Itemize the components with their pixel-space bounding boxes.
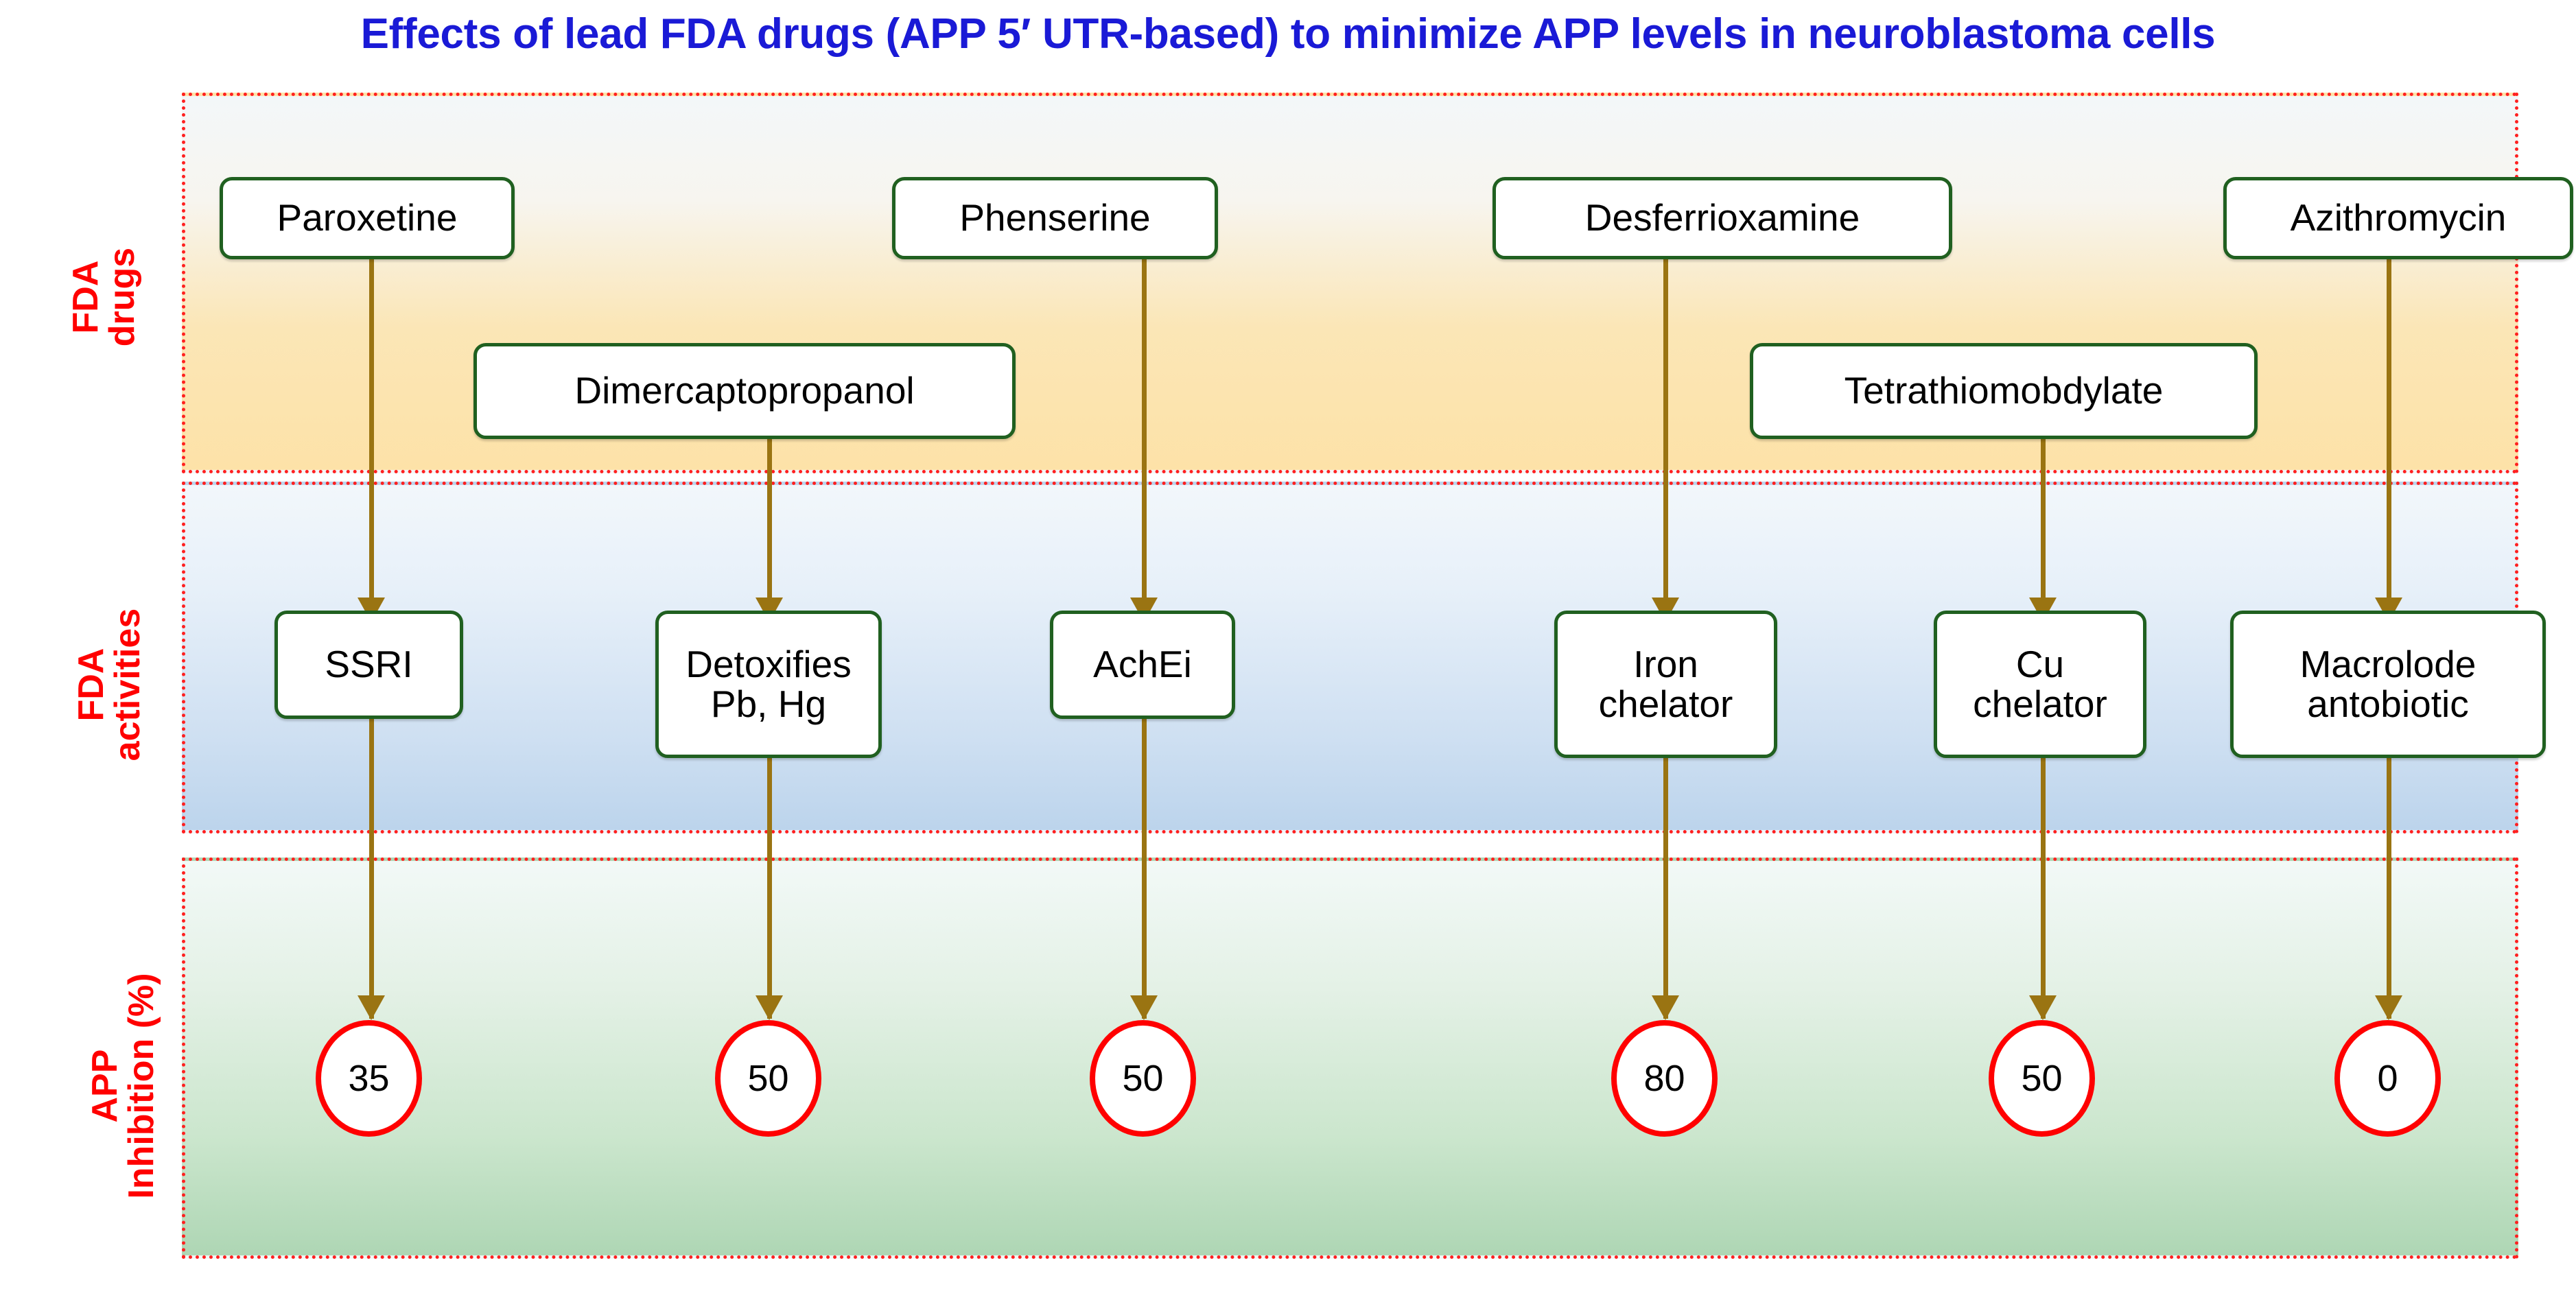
arrow-shaft <box>767 758 772 1019</box>
arrow-shaft <box>2387 259 2391 621</box>
page-title: Effects of lead FDA drugs (APP 5′ UTR-ba… <box>360 10 2216 58</box>
band-fda-activities <box>182 482 2518 833</box>
arrow-shaft <box>1663 758 1668 1019</box>
arrow-shaft <box>2041 439 2046 621</box>
drug-node-paroxetine[interactable]: Paroxetine <box>220 177 515 259</box>
arrow-shaft <box>369 719 374 1019</box>
row-label-app-inhibition: APP Inhibition (%) <box>84 973 161 1199</box>
activity-node-iron-chelator[interactable]: Iron chelator <box>1554 611 1777 758</box>
drug-node-phenserine[interactable]: Phenserine <box>892 177 1218 259</box>
arrow-shaft <box>1663 259 1668 621</box>
arrow-head <box>1130 995 1158 1020</box>
arrow-shaft <box>2041 758 2046 1019</box>
drug-node-dimercaptopropanol[interactable]: Dimercaptopropanol <box>473 343 1016 439</box>
activity-node-macrolode-antobiotic[interactable]: Macrolode antobiotic <box>2230 611 2546 758</box>
activity-node-ssri[interactable]: SSRI <box>274 611 463 719</box>
activity-node-cu-chelator[interactable]: Cu chelator <box>1934 611 2146 758</box>
arrow-shaft <box>2387 758 2391 1019</box>
arrow-shaft <box>1142 719 1147 1019</box>
drug-node-tetrathiomobdylate[interactable]: Tetrathiomobdylate <box>1750 343 2258 439</box>
row-label-fda-drugs: FDA drugs <box>65 247 142 347</box>
inhibition-circle-dimercaptopropanol[interactable]: 50 <box>715 1020 821 1137</box>
activity-node-detoxifies-pb-hg[interactable]: Detoxifies Pb, Hg <box>655 611 882 758</box>
arrow-shaft <box>369 259 374 621</box>
drug-node-azithromycin[interactable]: Azithromycin <box>2223 177 2573 259</box>
arrow-head <box>2375 995 2402 1020</box>
inhibition-circle-azithromycin[interactable]: 0 <box>2334 1020 2441 1137</box>
inhibition-circle-desferrioxamine[interactable]: 80 <box>1611 1020 1718 1137</box>
drug-node-desferrioxamine[interactable]: Desferrioxamine <box>1492 177 1952 259</box>
row-label-fda-activities: FDA activities <box>71 608 148 761</box>
arrow-shaft <box>767 439 772 621</box>
arrow-head <box>358 995 385 1020</box>
arrow-head <box>2029 995 2057 1020</box>
inhibition-circle-tetrathiomobdylate[interactable]: 50 <box>1989 1020 2095 1137</box>
activity-node-achei[interactable]: AchEi <box>1050 611 1235 719</box>
inhibition-circle-paroxetine[interactable]: 35 <box>316 1020 422 1137</box>
arrow-head <box>1652 995 1679 1020</box>
arrow-head <box>756 995 783 1020</box>
inhibition-circle-phenserine[interactable]: 50 <box>1090 1020 1196 1137</box>
arrow-shaft <box>1142 259 1147 621</box>
band-app-inhibition <box>182 858 2518 1259</box>
